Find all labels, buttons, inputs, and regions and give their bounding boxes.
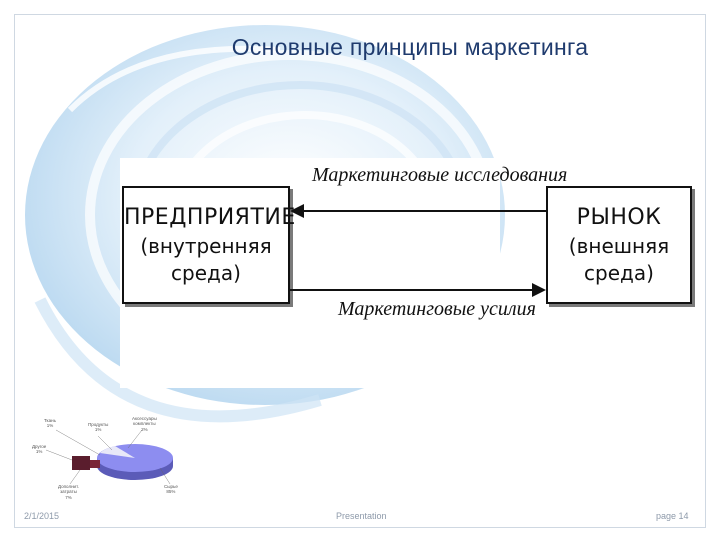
slide-frame (14, 14, 706, 528)
pie-slice-light (100, 446, 135, 458)
enterprise-box-subtitle: (внутренняя среда) (140, 233, 272, 285)
market-box: РЫНОК (внешняя среда) (546, 186, 692, 304)
enterprise-box: ПРЕДПРИЯТИЕ (внутренняя среда) (122, 186, 296, 304)
market-box-subtitle: (внешняя среда) (568, 233, 670, 285)
bottom-arrow-label: Маркетинговые усилия (338, 298, 536, 320)
enterprise-box-title: ПРЕДПРИЯТИЕ (124, 205, 296, 231)
pie-graphic (45, 429, 173, 485)
footer-page-number: page 14 (656, 511, 689, 521)
market-box-title: РЫНОК (576, 205, 662, 231)
pie-slice-exploded (72, 456, 90, 470)
footer-date: 2/1/2015 (24, 511, 60, 521)
pie-slice-dark (90, 460, 100, 468)
footer-center-text: Presentation (336, 511, 387, 521)
top-arrow-label: Маркетинговые исследования (312, 164, 568, 186)
slide-title: Основные принципы маркетинга (231, 34, 589, 60)
